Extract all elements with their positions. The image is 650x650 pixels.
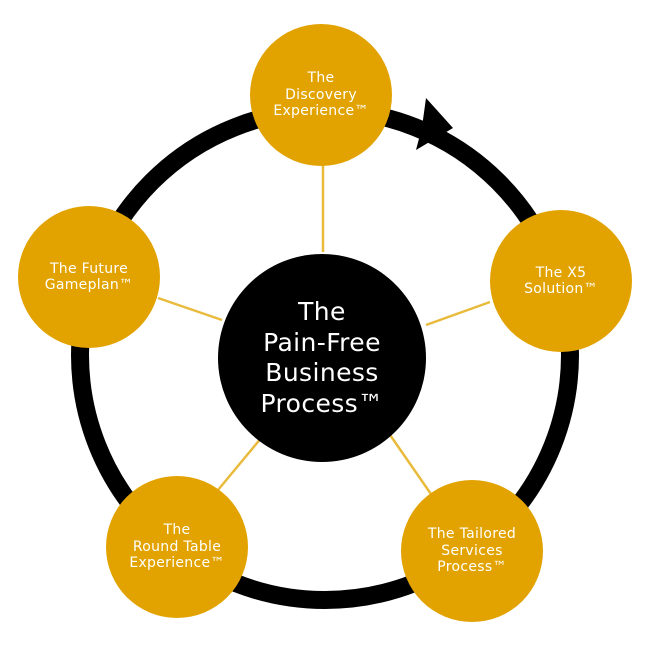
node-round-table-line-3: Experience™ [129, 555, 225, 572]
node-tailored-services-process: The Tailored Services Process™ [401, 480, 543, 622]
node-tailored-line-2: Services [441, 542, 503, 559]
node-discovery-experience: The Discovery Experience™ [250, 24, 392, 166]
node-tailored-label: The Tailored Services Process™ [428, 526, 516, 575]
spokes [157, 165, 491, 498]
node-x5-line-2: Solution™ [524, 281, 598, 297]
node-future-line-1: The Future [49, 260, 129, 277]
node-discovery-line-2: Discovery [285, 86, 357, 103]
node-tailored-line-1: The Tailored [427, 526, 517, 543]
node-future-gameplan: The Future Gameplan™ [18, 206, 160, 348]
node-discovery-line-3: Experience™ [273, 103, 369, 120]
node-future-line-2: Gameplan™ [44, 277, 134, 293]
spoke-tailored [386, 431, 435, 498]
spoke-x5 [425, 300, 491, 327]
center-label: The Pain-Free Business Process™ [260, 297, 383, 419]
node-round-table-line-1: The [163, 522, 191, 539]
arrowhead-icon [416, 98, 453, 150]
node-future-label: The Future Gameplan™ [45, 261, 134, 294]
node-tailored-line-3: Process™ [437, 559, 507, 576]
node-discovery-line-1: The [307, 70, 335, 87]
node-x5-solution: The X5 Solution™ [490, 210, 632, 352]
center-line-4: Process™ [260, 388, 384, 418]
node-discovery-label: The Discovery Experience™ [273, 70, 368, 119]
center-line-3: Business [265, 358, 379, 387]
center-line-2: Pain-Free [263, 327, 381, 357]
center-pain-free-business-process: The Pain-Free Business Process™ [218, 254, 426, 462]
spoke-round-table [217, 436, 263, 491]
node-round-table-experience: The Round Table Experience™ [106, 476, 248, 618]
node-x5-label: The X5 Solution™ [524, 265, 598, 298]
spoke-future [157, 296, 223, 322]
center-line-1: The [298, 297, 346, 326]
node-round-table-line-2: Round Table [132, 538, 222, 555]
node-round-table-label: The Round Table Experience™ [129, 522, 224, 571]
node-x5-line-1: The X5 [535, 264, 587, 281]
